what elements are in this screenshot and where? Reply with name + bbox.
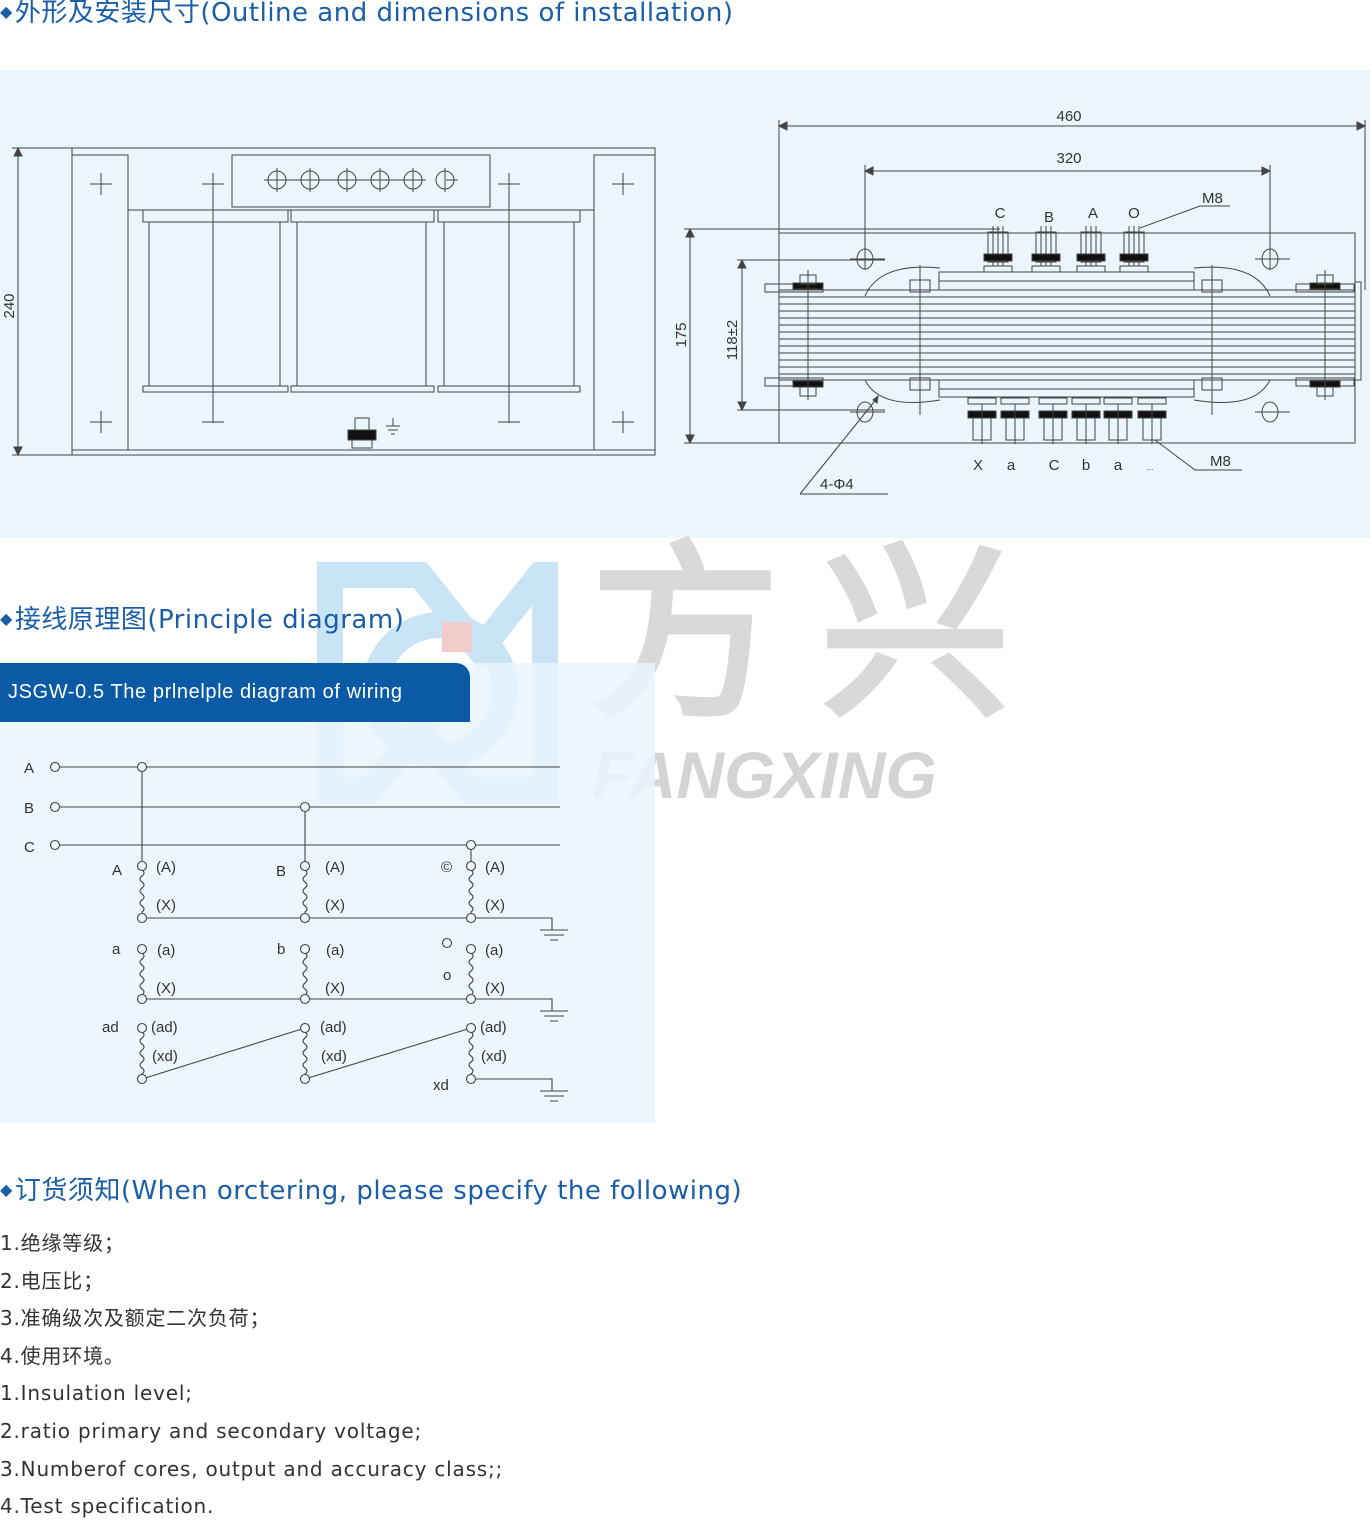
terminal-label: (X) <box>156 980 176 997</box>
terminal-label: C <box>995 205 1006 222</box>
coil-label: a <box>112 941 121 958</box>
terminal-label: (xd) <box>321 1048 347 1065</box>
ordering-list: 1.绝缘等级； 2.电压比； 3.准确级次及额定二次负荷； 4.使用环境。 1.… <box>0 1228 503 1529</box>
terminal-labels: C B A O X a C b a ... M8 M8 4-Φ4 <box>820 190 1231 493</box>
terminal-label: (ad) <box>320 1019 347 1036</box>
coil-label: ad <box>102 1019 119 1036</box>
top-terminals <box>983 226 1149 273</box>
terminal-label: A <box>1088 205 1098 222</box>
coil-label: A <box>112 862 122 879</box>
terminal-label: ... <box>1147 463 1154 472</box>
terminal-label: (a) <box>485 942 503 959</box>
wiring-labels: A B C A B © a b o ad xd (A) (A) (A) (X) … <box>24 760 507 1094</box>
terminal-label: C <box>1049 457 1060 474</box>
terminal-label: (a) <box>157 942 175 959</box>
wiring-panel <box>0 663 655 1123</box>
list-item: 3.Numberof cores, output and accuracy cl… <box>0 1456 504 1481</box>
terminal-label: (X) <box>485 980 505 997</box>
thread-label-top: M8 <box>1202 190 1223 207</box>
terminal-label: (X) <box>156 897 176 914</box>
mounting-holes <box>850 248 1290 423</box>
coil-label: xd <box>433 1077 449 1094</box>
coil-label: b <box>277 941 285 958</box>
terminal-label: O <box>1128 205 1140 222</box>
terminal-label: b <box>1082 457 1090 474</box>
dim-118: 118±2 <box>724 320 741 361</box>
terminal-label: B <box>1044 209 1054 226</box>
holes-label: 4-Φ4 <box>820 476 854 493</box>
section-heading-principle: ◆接线原理图(Principle diagram) <box>0 603 404 636</box>
dim-175: 175 <box>673 322 690 347</box>
bullet-icon: ◆ <box>0 2 13 21</box>
terminal-label: (a) <box>326 942 344 959</box>
terminal-label: (xd) <box>152 1048 178 1065</box>
dim-240: 240 <box>1 293 18 318</box>
bullet-icon: ◆ <box>0 609 13 628</box>
outline-drawing: 240 460 320 175 118±2 <box>1 108 1367 495</box>
terminal-label: (A) <box>156 859 176 876</box>
section-heading-outline: ◆外形及安装尺寸(Outline and dimensions of insta… <box>0 0 733 29</box>
wiring-banner: JSGW-0.5 The prlnelple diagram of wiring <box>0 663 470 722</box>
terminal-label: (ad) <box>151 1019 178 1036</box>
list-item: 2.ratio primary and secondary voltage; <box>0 1418 423 1443</box>
line-label: A <box>24 760 34 777</box>
bullet-icon: ◆ <box>0 1180 13 1199</box>
list-item: 4.Test specification. <box>0 1494 215 1519</box>
list-item: 3.准确级次及额定二次负荷； <box>0 1306 271 1331</box>
top-view: 460 320 175 118±2 <box>673 108 1367 495</box>
terminal-label: (ad) <box>480 1019 507 1036</box>
dim-320: 320 <box>1056 150 1081 167</box>
coil-label: © <box>441 859 452 876</box>
terminal-label: a <box>1114 457 1123 474</box>
dim-460: 460 <box>1056 108 1081 125</box>
terminal-label: (X) <box>325 980 345 997</box>
wiring-diagram: A B C A B © a b o ad xd (A) (A) (A) (X) … <box>24 760 568 1102</box>
heading-text: 订货须知(When orctering, please specify the … <box>14 1176 743 1206</box>
heading-text: 接线原理图(Principle diagram) <box>14 605 405 635</box>
line-label: C <box>24 839 35 856</box>
section-heading-ordering: ◆订货须知(When orctering, please specify the… <box>0 1174 742 1207</box>
terminal-label: a <box>1007 457 1016 474</box>
terminal-label: (X) <box>485 897 505 914</box>
line-label: B <box>24 800 34 817</box>
front-view: 240 <box>1 146 656 457</box>
coil-label: o <box>443 967 451 984</box>
list-item: 4.使用环境。 <box>0 1343 125 1368</box>
list-item: 1.绝缘等级； <box>0 1231 125 1255</box>
terminal-label: (A) <box>485 859 505 876</box>
list-item: 2.电压比； <box>0 1268 104 1293</box>
heading-text: 外形及安装尺寸(Outline and dimensions of instal… <box>14 0 734 28</box>
thread-label-bottom: M8 <box>1210 453 1231 470</box>
terminal-label: (A) <box>325 859 345 876</box>
terminal-label: (X) <box>325 897 345 914</box>
coil-label: B <box>276 863 286 880</box>
watermark-cn: 方兴 <box>590 524 1051 745</box>
terminal-label: (xd) <box>481 1048 507 1065</box>
bottom-terminals <box>967 397 1167 444</box>
list-item: 1.Insulation level; <box>0 1381 193 1406</box>
terminal-label: X <box>973 457 983 474</box>
